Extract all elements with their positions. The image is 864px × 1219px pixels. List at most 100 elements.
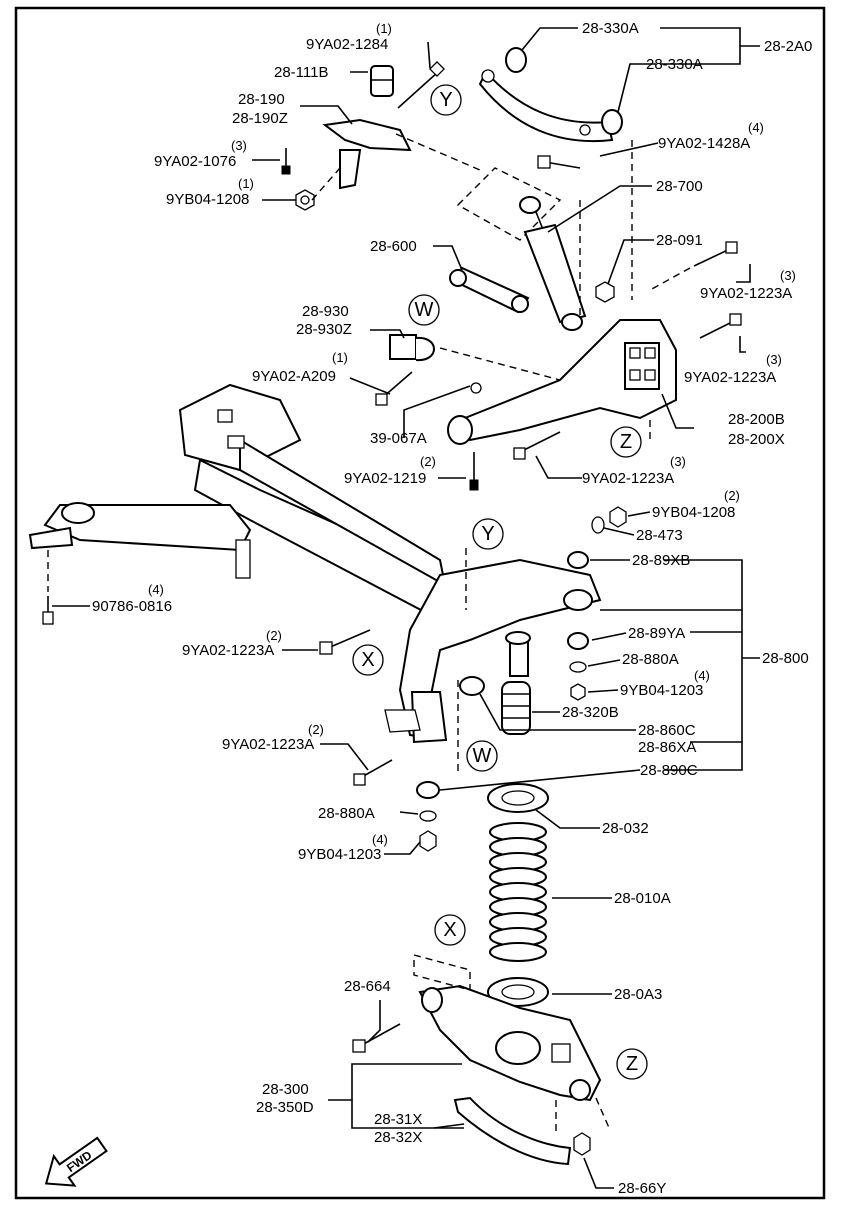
dashline-top-4 xyxy=(456,167,562,241)
svg-text:Y: Y xyxy=(481,523,494,545)
insulator-28-0a3 xyxy=(487,977,549,1007)
label-28-880a-right: 28-880A xyxy=(622,651,679,668)
label-9ya02-1223a-r2: 9YA02-1223A xyxy=(684,369,776,386)
label-28-800: 28-800 xyxy=(762,650,809,667)
label-28-0a3: 28-0A3 xyxy=(614,986,662,1003)
bolt-9ya02-1223a-low xyxy=(353,759,393,786)
qty-9yb04-1208-mid: (2) xyxy=(724,488,740,503)
bolt-9ya02-1219 xyxy=(469,452,479,491)
shield-28-31x xyxy=(453,1096,572,1166)
svg-text:Y: Y xyxy=(439,89,452,111)
mount-28-89ya xyxy=(567,632,589,701)
callout-w-mid: W xyxy=(466,740,498,772)
crossmember-right-arm xyxy=(384,558,602,744)
label-9ya02-1223a-left: 9YA02-1223A xyxy=(182,642,274,659)
callout-y-top: Y xyxy=(430,84,462,116)
qty-9ya02-a209: (1) xyxy=(332,350,348,365)
label-39-067a: 39-067A xyxy=(370,430,427,447)
svg-text:Z: Z xyxy=(620,431,632,453)
label-28-89xb: 28-89XB xyxy=(632,552,690,569)
bracket-28-190 xyxy=(322,118,412,190)
label-28-190: 28-190 xyxy=(238,91,285,108)
label-28-350d: 28-350D xyxy=(256,1099,314,1116)
label-28-86xa: 28-86XA xyxy=(638,739,696,756)
lateral-link-28-600 xyxy=(449,266,530,314)
qty-9ya02-1223a-r2: (3) xyxy=(766,352,782,367)
label-28-2a0: 28-2A0 xyxy=(764,38,812,55)
label-28-200b: 28-200B xyxy=(728,411,785,428)
label-9yb04-1208-mid: 9YB04-1208 xyxy=(652,504,735,521)
lower-arm-28-300 xyxy=(418,984,602,1102)
bolt-9ya02-a209 xyxy=(375,371,413,406)
label-28-66y: 28-66Y xyxy=(618,1180,666,1197)
label-28-930z: 28-930Z xyxy=(296,321,352,338)
callout-x-mid: X xyxy=(352,644,384,676)
label-28-330a-2: 28-330A xyxy=(646,56,703,73)
label-9ya02-1223a-mid: 9YA02-1223A xyxy=(582,470,674,487)
bolt-9ya02-1076 xyxy=(281,148,291,175)
washer-28-473 xyxy=(591,516,605,534)
callout-z-top: Z xyxy=(610,426,642,458)
bolt-9ya02-1223a-mid xyxy=(513,431,561,460)
dashline-x-low xyxy=(413,954,471,991)
boot-28-320b xyxy=(501,681,531,735)
callout-z-low: Z xyxy=(616,1048,648,1080)
qty-9ya02-1219: (2) xyxy=(420,454,436,469)
label-9yb04-1203-left: 9YB04-1203 xyxy=(298,846,381,863)
label-28-930: 28-930 xyxy=(302,303,349,320)
label-28-89ya: 28-89YA xyxy=(628,625,685,642)
coil-spring-28-010a xyxy=(489,822,547,962)
forward-direction-arrow: FWD xyxy=(44,1136,108,1187)
leader-lines xyxy=(52,27,760,1189)
bolt-28-664 xyxy=(352,1023,401,1053)
label-9ya02-1223a-low: 9YA02-1223A xyxy=(222,736,314,753)
label-28-010a: 28-010A xyxy=(614,890,671,907)
label-28-600: 28-600 xyxy=(370,238,417,255)
label-28-31x: 28-31X xyxy=(374,1111,422,1128)
bolt-9ya02-1284 xyxy=(397,61,445,109)
qty-9yb04-1203-left: (4) xyxy=(372,832,388,847)
rear-crossmember xyxy=(28,383,462,622)
label-28-32x: 28-32X xyxy=(374,1129,422,1146)
qty-9yb04-1203-right: (4) xyxy=(694,668,710,683)
label-28-190z: 28-190Z xyxy=(232,110,288,127)
shock-absorber-28-700 xyxy=(519,196,587,331)
label-28-664: 28-664 xyxy=(344,978,391,995)
label-9ya02-1219: 9YA02-1219 xyxy=(344,470,426,487)
qty-9ya02-1076: (3) xyxy=(231,138,247,153)
nut-28-091 xyxy=(595,281,615,303)
nut-9yb04-1208-mid xyxy=(609,506,627,528)
label-28-300: 28-300 xyxy=(262,1081,309,1098)
label-28-330a-1: 28-330A xyxy=(582,20,639,37)
spring-coil-turn xyxy=(489,942,547,962)
label-90786-0816: 90786-0816 xyxy=(92,598,172,615)
svg-text:X: X xyxy=(361,649,374,671)
upper-arm-28-2a0 xyxy=(478,47,623,143)
bolt-9ya02-1428a xyxy=(537,155,581,169)
bolt-90786-0816 xyxy=(42,596,54,625)
dashline-bushing xyxy=(439,347,561,381)
bushing-28-930 xyxy=(389,334,435,362)
nut-9yb04-1208-top xyxy=(295,189,315,211)
bolts-9ya02-1223a-upper xyxy=(693,241,742,339)
svg-text:W: W xyxy=(415,299,434,321)
callout-x-low: X xyxy=(434,914,466,946)
spring-seat-28-032 xyxy=(487,783,549,813)
label-9yb04-1208-top: 9YB04-1208 xyxy=(166,191,249,208)
qty-9ya02-1223a-mid: (3) xyxy=(670,454,686,469)
dashline-z-low-2 xyxy=(595,1097,611,1131)
label-9ya02-1076: 9YA02-1076 xyxy=(154,153,236,170)
dashline-shock-2 xyxy=(649,267,691,291)
label-28-032: 28-032 xyxy=(602,820,649,837)
callout-w-top: W xyxy=(408,294,440,326)
page-border xyxy=(14,6,826,1200)
qty-9yb04-1208-top: (1) xyxy=(238,176,254,191)
label-9ya02-a209: 9YA02-A209 xyxy=(252,368,336,385)
label-9ya02-1223a-r1: 9YA02-1223A xyxy=(700,285,792,302)
label-28-473: 28-473 xyxy=(636,527,683,544)
rod-28-860c xyxy=(505,631,531,677)
nut-28-66y xyxy=(573,1132,591,1156)
label-28-860c: 28-860C xyxy=(638,722,696,739)
mount-28-89xb xyxy=(563,551,593,611)
